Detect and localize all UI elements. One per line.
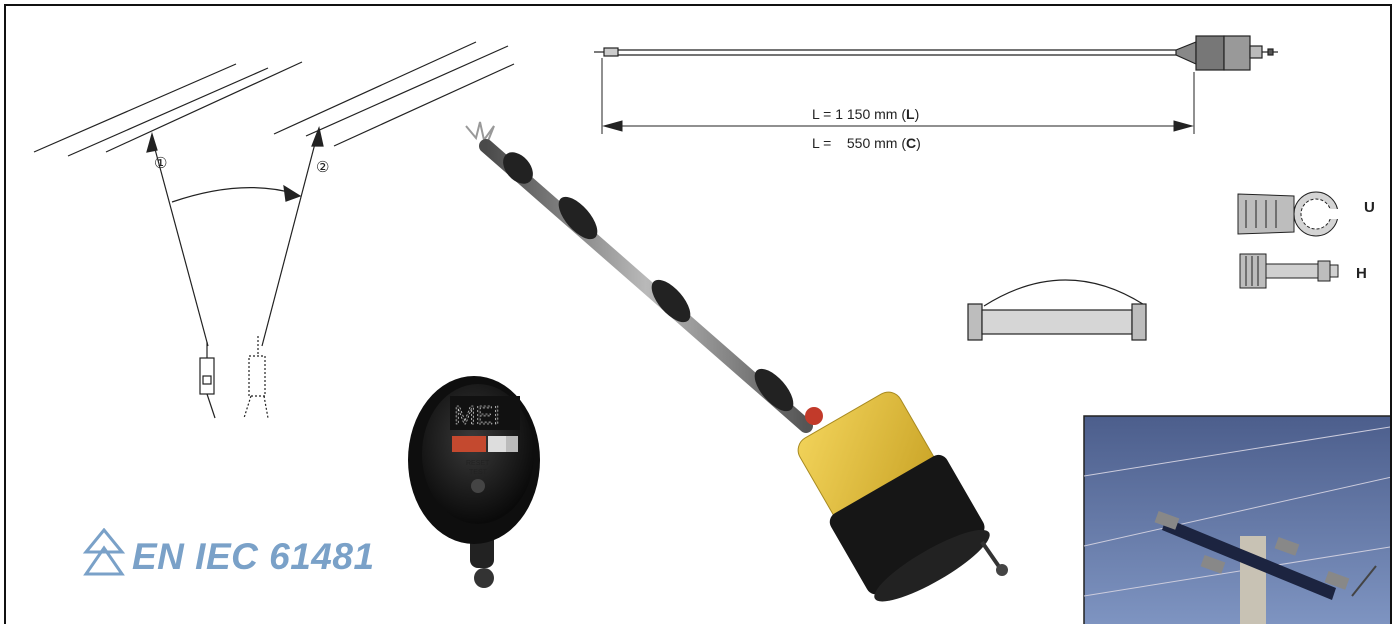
mounting-positions-diagram	[33, 41, 515, 419]
accessory-label-h: H	[1356, 265, 1367, 282]
position-label-1: ①	[154, 155, 167, 172]
clamp-u-drawing	[1237, 191, 1340, 237]
indicator-test-label: TEST	[469, 469, 488, 476]
indicator-display: MEI	[454, 400, 500, 430]
double-triangle-logo-icon	[82, 527, 126, 585]
dimension-line	[601, 58, 1195, 134]
dimension-length-short: L = 550 mm (C)	[812, 135, 921, 151]
dimension-length-long: L = 1 150 mm (L)	[812, 106, 919, 122]
position-label-2: ②	[316, 159, 329, 176]
accessory-label-u: U	[1364, 199, 1375, 216]
standard-text: EN IEC 61481	[132, 535, 375, 577]
standard-badge: EN IEC 61481	[82, 527, 375, 585]
fault-indicator-photo	[465, 121, 1008, 602]
clamp-h-drawing	[1239, 253, 1339, 289]
bent-bar-drawing	[967, 279, 1147, 341]
illustration-canvas: ① ② L = 1 150 mm (L) L = 550 mm (C) U	[33, 35, 1390, 624]
indicator-dial-photo	[408, 376, 540, 588]
catalog-sheet: ① ② L = 1 150 mm (L) L = 550 mm (C) U	[4, 4, 1392, 624]
cable-drawing	[594, 35, 1278, 71]
indicator-reset-label: RESET	[466, 460, 490, 467]
power-line-photo	[1083, 415, 1390, 624]
